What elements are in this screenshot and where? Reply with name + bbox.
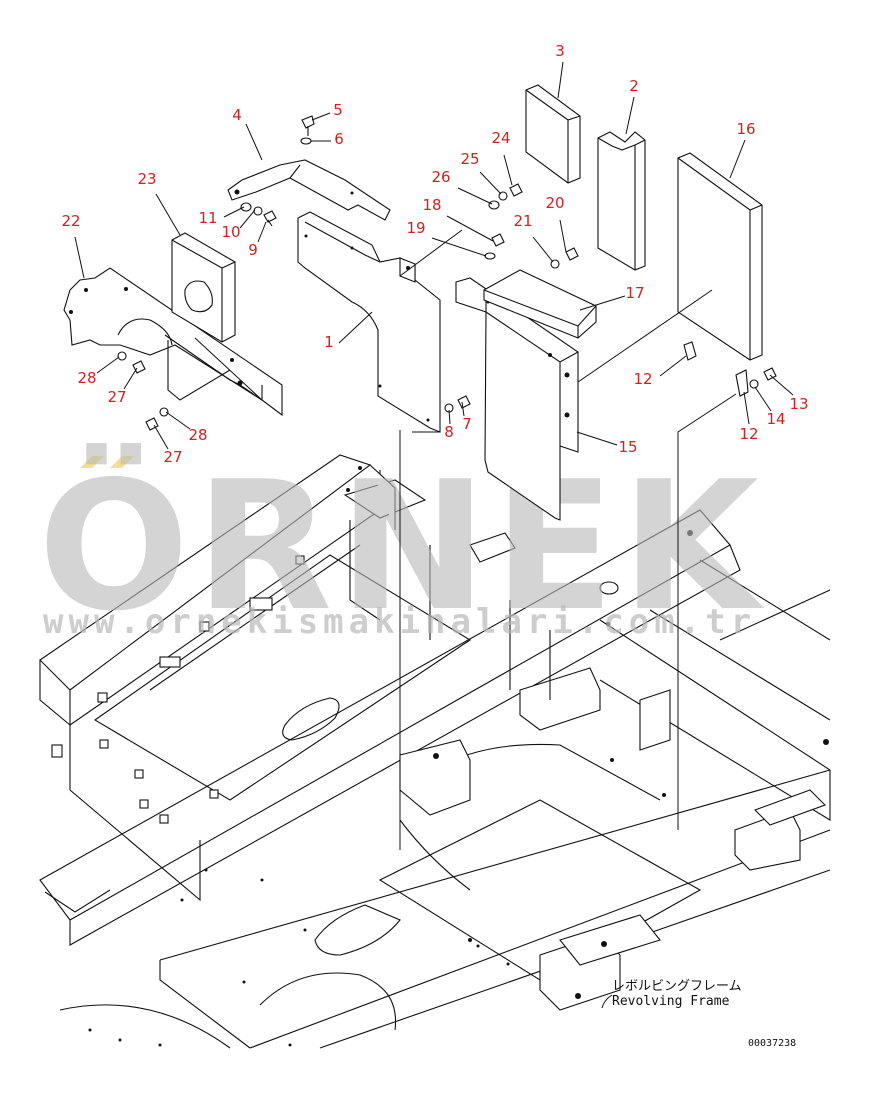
callout-4: 4 [232,106,242,124]
callout-10: 10 [221,223,240,241]
callout-1: 1 [324,333,334,351]
part-15-right-cover [455,277,579,521]
callout-22: 22 [61,212,80,230]
drawing-code: 00037238 [748,1038,796,1049]
frame-label-en: Revolving Frame [612,994,730,1009]
callout-25: 25 [460,150,479,168]
callout-leader [457,187,493,205]
callout-6: 6 [334,130,344,148]
watermark-brand: ÖRNEK [38,443,765,650]
callout-leader [743,391,750,425]
callout-17: 17 [625,284,644,302]
callout-28: 28 [188,426,207,444]
callout-leader [557,61,564,99]
callout-leader [769,374,794,396]
callout-9: 9 [248,241,258,259]
callout-leader [729,139,746,179]
assembly-lines [194,229,737,850]
part-22-left-cover [63,267,283,417]
callout-leader [559,219,567,253]
callout-13: 13 [789,395,808,413]
callout-leader [223,206,245,218]
frame-label-jp: レボルビングフレーム [612,979,742,994]
part-1-main-cover [297,211,441,433]
callout-leader [153,424,169,450]
callout-leader [461,401,465,417]
callout-14: 14 [766,410,785,428]
callout-23: 23 [137,170,156,188]
callout-leader [123,367,138,390]
callout-leader [245,123,263,161]
watermark: ÖRNEK www.ornekismakinalari.com.tr [38,443,765,650]
callout-24: 24 [491,129,510,147]
callout-leader [96,356,120,374]
part-23-pad [171,232,236,343]
callout-18: 18 [422,196,441,214]
callout-20: 20 [545,194,564,212]
callout-leader [257,221,267,243]
callout-leader [532,236,554,263]
callout-leader [579,295,626,311]
callout-leader [754,386,772,412]
callout-19: 19 [406,219,425,237]
callout-leader [165,411,191,430]
callout-leader [431,237,487,257]
callout-28: 28 [77,369,96,387]
callout-leader [239,209,256,229]
hardware [117,115,777,431]
callout-12: 12 [739,425,758,443]
part-17-block [483,269,597,339]
watermark-url: www.ornekismakinalari.com.tr [43,602,756,642]
callout-7: 7 [462,415,472,433]
callout-leader [74,236,85,279]
callout-11: 11 [198,209,217,227]
callout-leader [479,171,502,195]
callout-26: 26 [431,168,450,186]
callout-5: 5 [333,101,343,119]
callout-leader [625,96,635,135]
callout-16: 16 [736,120,755,138]
callout-leader [338,311,373,344]
callout-8: 8 [444,423,454,441]
callout-leader [503,154,513,186]
part-16-sheet [677,152,763,361]
callout-21: 21 [513,212,532,230]
callout-leader [659,355,687,377]
part-3-pad [525,84,581,184]
callout-leader [155,193,181,236]
callout-3: 3 [555,42,565,60]
revolving-frame [39,454,831,1049]
callout-2: 2 [629,77,639,95]
callout-leader [446,215,494,242]
part-2-pad [597,131,646,271]
callout-27: 27 [163,448,182,466]
callout-27: 27 [107,388,126,406]
callout-12: 12 [633,370,652,388]
callout-leader [311,112,331,121]
callout-leader [576,431,618,446]
callout-leader [448,409,451,425]
callout-15: 15 [618,438,637,456]
part-4-bracket [227,159,391,221]
